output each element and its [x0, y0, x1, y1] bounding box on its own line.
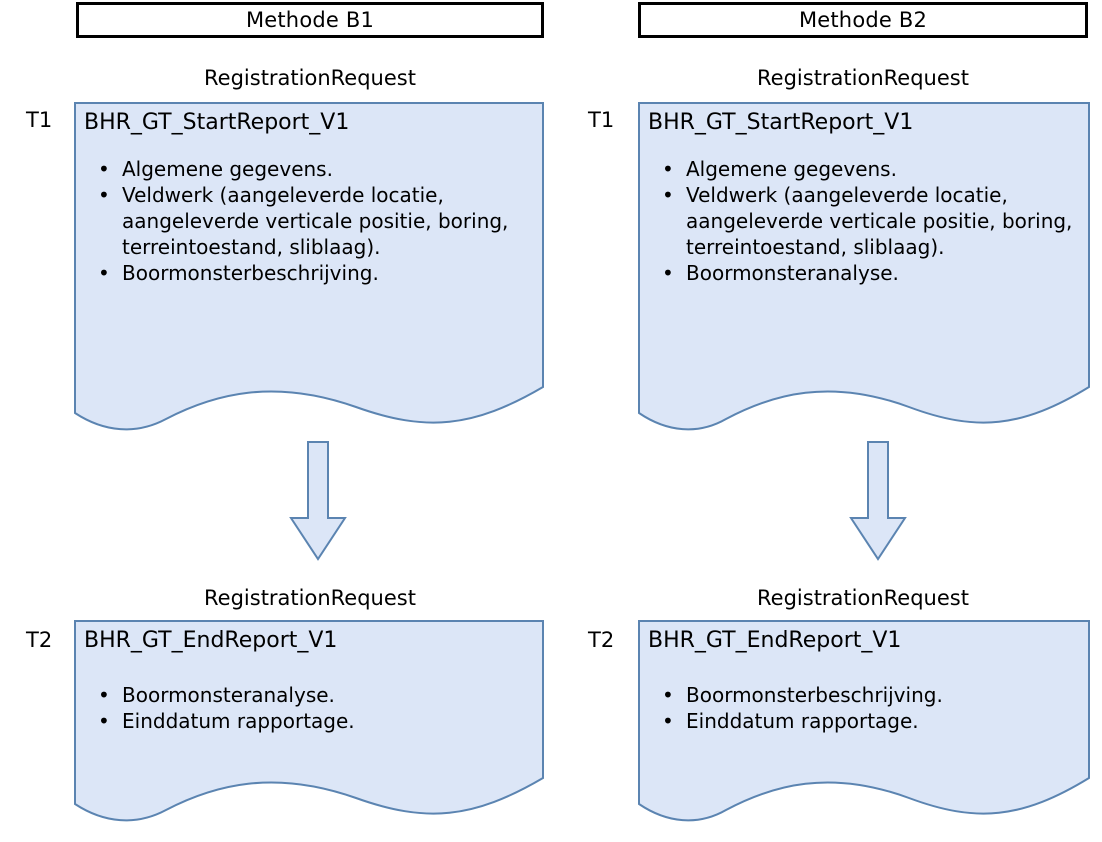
- list-item: Veldwerk (aangeleverde locatie, aangelev…: [648, 182, 1080, 260]
- list-item: Einddatum rapportage.: [648, 708, 1080, 734]
- document-title-b2-t1: BHR_GT_StartReport_V1: [648, 110, 914, 135]
- time-label-b2-t2: T2: [588, 628, 615, 652]
- list-item: Boormonsteranalyse.: [84, 682, 534, 708]
- type-label-b1-t1: RegistrationRequest: [204, 66, 416, 90]
- list-item: Boormonsterbeschrijving.: [648, 682, 1080, 708]
- document-bullet-list-b2-t1: Algemene gegevens. Veldwerk (aangeleverd…: [648, 156, 1080, 286]
- document-title-b1-t1: BHR_GT_StartReport_V1: [84, 110, 350, 135]
- flow-arrow-b2: [848, 440, 908, 562]
- document-content-b1-t1: BHR_GT_StartReport_V1 Algemene gegevens.…: [74, 102, 544, 286]
- method-header-b1-label: Methode B1: [245, 7, 375, 32]
- document-bullet-list-b1-t1: Algemene gegevens. Veldwerk (aangeleverd…: [84, 156, 534, 286]
- document-shape-b1-t2: BHR_GT_EndReport_V1 Boormonsteranalyse. …: [74, 620, 544, 842]
- document-content-b2-t1: BHR_GT_StartReport_V1 Algemene gegevens.…: [638, 102, 1090, 286]
- method-header-b2-label: Methode B2: [798, 7, 928, 32]
- document-title-b1-t2: BHR_GT_EndReport_V1: [84, 628, 338, 653]
- document-bullet-list-b1-t2: Boormonsteranalyse. Einddatum rapportage…: [84, 682, 534, 734]
- type-label-b1-t2: RegistrationRequest: [204, 586, 416, 610]
- time-label-b1-t1: T1: [26, 108, 53, 132]
- document-bullet-list-b2-t2: Boormonsterbeschrijving. Einddatum rappo…: [648, 682, 1080, 734]
- document-title-b2-t2: BHR_GT_EndReport_V1: [648, 628, 902, 653]
- type-label-b2-t1: RegistrationRequest: [757, 66, 969, 90]
- method-header-b1: Methode B1: [76, 2, 544, 38]
- document-shape-b1-t1: BHR_GT_StartReport_V1 Algemene gegevens.…: [74, 102, 544, 432]
- list-item: Boormonsteranalyse.: [648, 260, 1080, 286]
- document-content-b1-t2: BHR_GT_EndReport_V1 Boormonsteranalyse. …: [74, 620, 544, 734]
- time-label-b2-t1: T1: [588, 108, 615, 132]
- time-label-b1-t2: T2: [26, 628, 53, 652]
- document-content-b2-t2: BHR_GT_EndReport_V1 Boormonsterbeschrijv…: [638, 620, 1090, 734]
- flow-arrow-b1: [288, 440, 348, 562]
- document-shape-b2-t1: BHR_GT_StartReport_V1 Algemene gegevens.…: [638, 102, 1090, 432]
- list-item: Boormonsterbeschrijving.: [84, 260, 534, 286]
- type-label-b2-t2: RegistrationRequest: [757, 586, 969, 610]
- method-header-b2: Methode B2: [638, 2, 1088, 38]
- list-item: Einddatum rapportage.: [84, 708, 534, 734]
- list-item: Veldwerk (aangeleverde locatie, aangelev…: [84, 182, 534, 260]
- list-item: Algemene gegevens.: [648, 156, 1080, 182]
- list-item: Algemene gegevens.: [84, 156, 534, 182]
- document-shape-b2-t2: BHR_GT_EndReport_V1 Boormonsterbeschrijv…: [638, 620, 1090, 842]
- down-arrow-icon: [849, 441, 907, 561]
- down-arrow-icon: [289, 441, 347, 561]
